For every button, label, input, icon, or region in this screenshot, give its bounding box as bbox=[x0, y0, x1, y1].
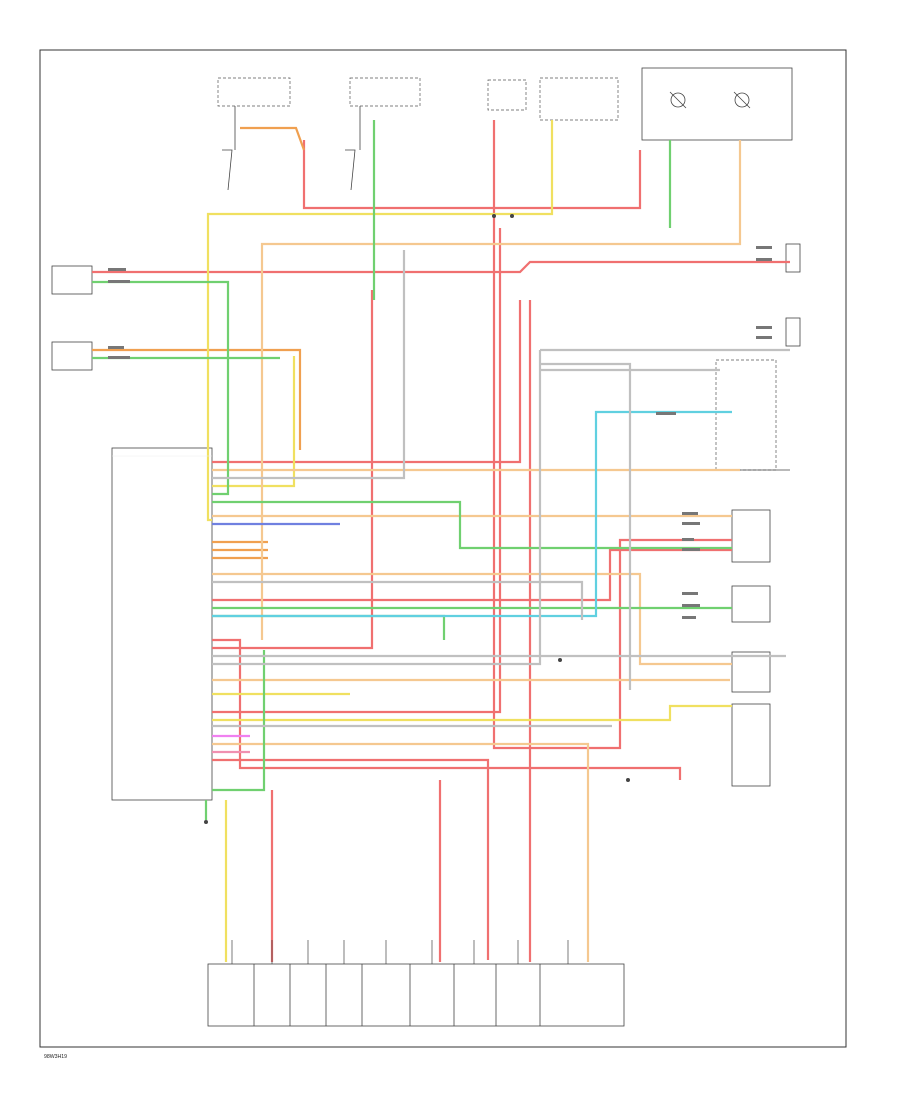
top-left-switch-group bbox=[217, 77, 421, 191]
top-right-lamp-group bbox=[641, 67, 793, 141]
wire-harness bbox=[92, 120, 790, 962]
right-sensor-box-4 bbox=[731, 703, 771, 787]
diagram-border bbox=[39, 49, 847, 1048]
right-sensor-box-3 bbox=[731, 651, 771, 693]
top-center-fuse-group bbox=[487, 77, 619, 121]
right-connector-box-1 bbox=[785, 243, 801, 273]
pcm-connector bbox=[111, 447, 213, 801]
ground-symbols bbox=[204, 214, 630, 824]
figure-code: 98W3H19 bbox=[44, 1054, 67, 1060]
dlc-pin-stubs bbox=[231, 940, 569, 964]
right-sensor-box-2 bbox=[731, 585, 771, 623]
left-sensor-box-1 bbox=[51, 265, 93, 295]
wire-color-codes bbox=[108, 246, 772, 619]
right-switch-box bbox=[715, 359, 777, 471]
left-sensor-box-2 bbox=[51, 341, 93, 371]
right-sensor-box-1 bbox=[731, 509, 771, 563]
data-link-connector bbox=[207, 963, 625, 1027]
right-connector-box-2 bbox=[785, 317, 801, 347]
